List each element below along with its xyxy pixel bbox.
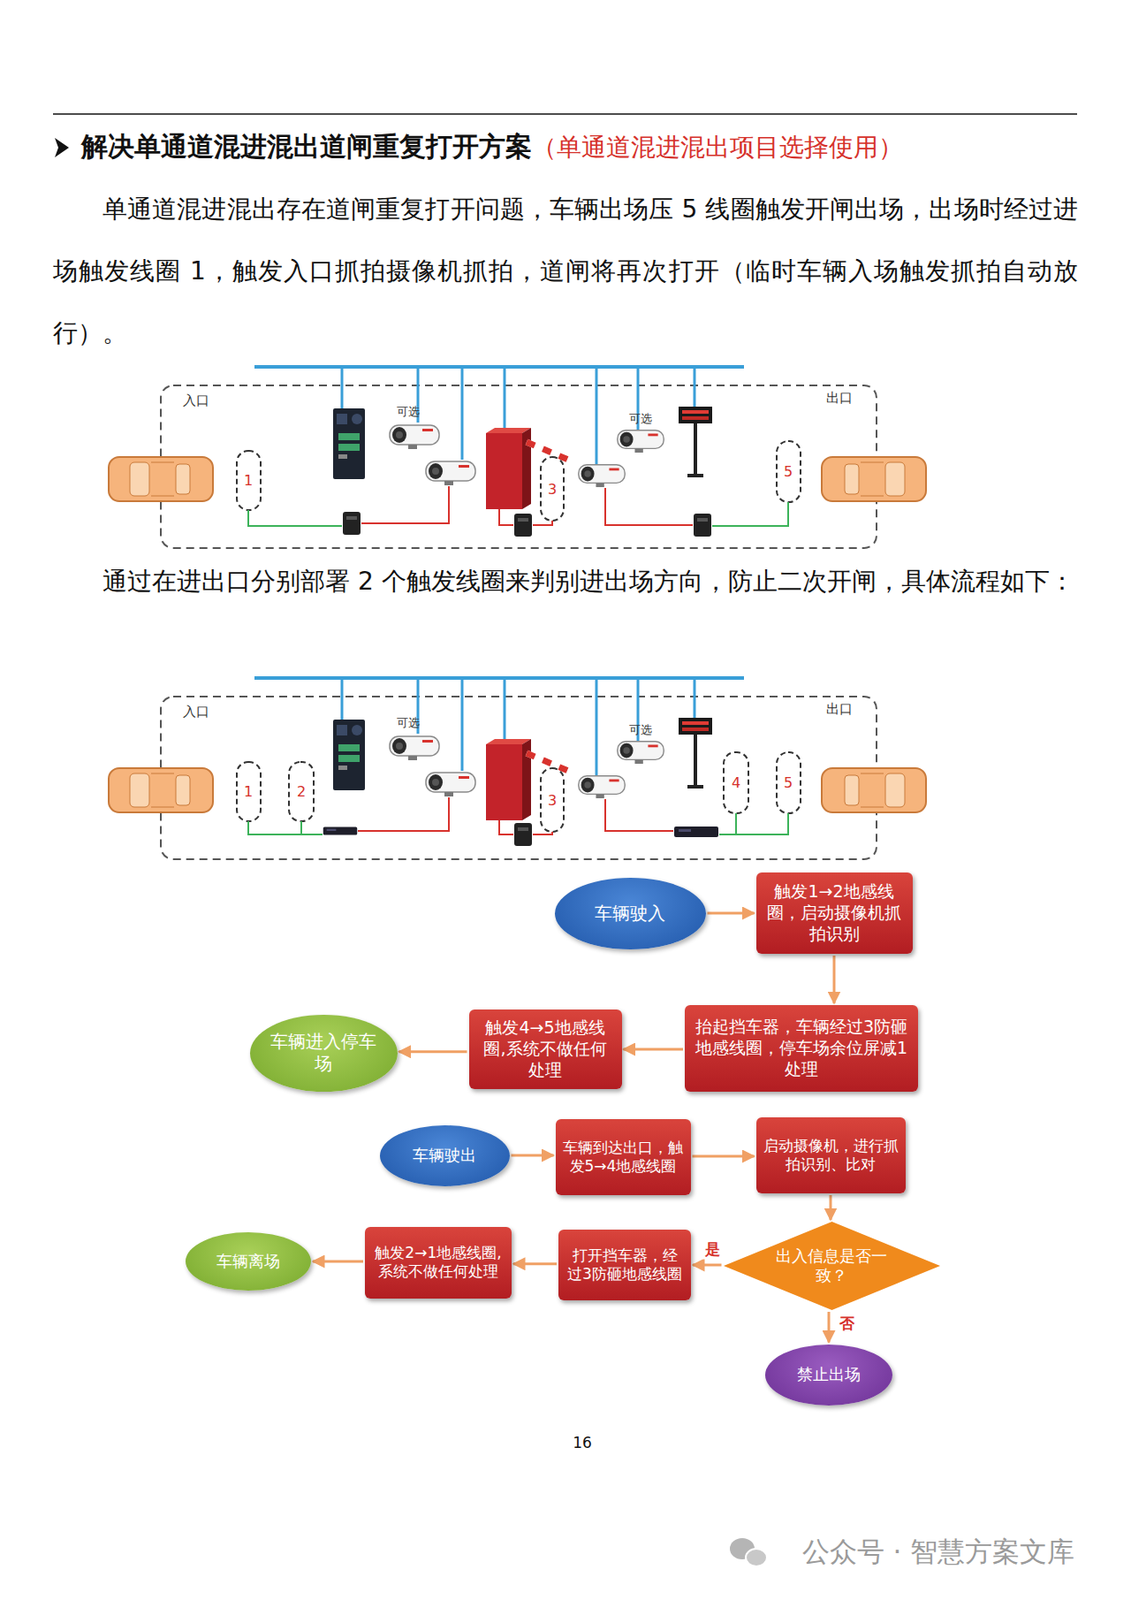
node-text: 车辆到达出口，触发5→4地感线圈 (562, 1138, 684, 1177)
flow-arrow (511, 1153, 555, 1157)
callout-number: 5 (783, 463, 793, 480)
terminal-ellipse: 车辆离场 (185, 1231, 312, 1291)
node-text: 触发4→5地感线圈,系统不做任何处理 (476, 1017, 615, 1080)
page-number: 16 (572, 1433, 593, 1451)
decision-diamond: 出入信息是否一致？ (723, 1221, 941, 1310)
callout-number: 3 (547, 480, 557, 498)
node-text: 启动摄像机，进行抓拍识别、比对 (763, 1136, 899, 1175)
callout-number: 2 (296, 782, 306, 800)
callout-number: 1 (243, 782, 253, 800)
watermark: 公众号 · 智慧方案文库 (802, 1533, 1076, 1571)
node-text: 触发1→2地感线圈，启动摄像机抓拍识别 (763, 880, 906, 944)
node-text: 车辆驶出 (412, 1145, 477, 1166)
flow-arrow (829, 1194, 833, 1220)
subtitle: （单通道混进混出项目选择使用） (531, 132, 904, 162)
process-box: 抬起挡车器，车辆经过3防砸地感线圈，停车场余位屏减1处理 (684, 1004, 919, 1092)
node-text: 车辆驶入 (594, 902, 666, 925)
flow-arrow (833, 955, 836, 1003)
flow-arrow (707, 911, 755, 915)
flow-arrow (692, 1154, 755, 1158)
flow-arrow (692, 1263, 722, 1267)
terminal-ellipse: 车辆驶出 (379, 1124, 510, 1186)
process-box: 触发1→2地感线圈，启动摄像机抓拍识别 (756, 872, 913, 954)
callout-number: 3 (547, 791, 557, 809)
terminal-ellipse: 车辆驶入 (554, 877, 706, 949)
terminal-ellipse: 禁止出场 (765, 1343, 893, 1405)
part-label: 可选 (396, 714, 420, 731)
edge-label: 是 (703, 1238, 722, 1260)
part-label: 出口 (826, 700, 853, 718)
node-text: 抬起挡车器，车辆经过3防砸地感线圈，停车场余位屏减1处理 (691, 1016, 911, 1079)
process-box: 车辆到达出口，触发5→4地感线圈 (555, 1118, 691, 1195)
terminal-ellipse: 车辆进入停车场 (250, 1014, 398, 1092)
part-label: 可选 (629, 410, 653, 427)
edge-label: 否 (837, 1313, 857, 1334)
process-box: 打开挡车器，经过3防砸地感线圈 (558, 1229, 691, 1300)
flow-arrow (399, 1049, 468, 1053)
part-label: 可选 (629, 721, 653, 738)
process-box: 启动摄像机，进行抓拍识别、比对 (756, 1116, 906, 1193)
process-box: 触发2→1地感线圈,系统不做任何处理 (364, 1226, 512, 1298)
node-text: 车辆进入停车场 (262, 1030, 386, 1075)
node-text: 打开挡车器，经过3防砸地感线圈 (565, 1245, 684, 1284)
flow-arrow (623, 1047, 684, 1051)
flow-arrow (513, 1261, 557, 1265)
part-label: 入口 (182, 703, 210, 721)
paragraph: 单通道混进混出存在道闸重复打开问题，车辆出场压 5 线圈触发开闸出场，出场时经过… (53, 178, 1078, 365)
callout-number: 1 (243, 471, 253, 489)
process-box: 触发4→5地感线圈,系统不做任何处理 (469, 1009, 623, 1089)
flow-arrow (827, 1311, 831, 1343)
node-text: 出入信息是否一致？ (772, 1245, 892, 1286)
part-label: 可选 (396, 403, 420, 420)
paragraph: 通过在进出口分别部署 2 个触发线圈来判别进出场方向，防止二次开闸，具体流程如下… (53, 550, 1078, 613)
part-label: 出口 (826, 389, 853, 407)
part-label: 入口 (182, 392, 210, 410)
title-row: 解决单通道混进混出道闸重复打开方案（单通道混进混出项目选择使用） (81, 129, 904, 166)
callout-number: 5 (783, 774, 793, 791)
diamond-shape (723, 1221, 941, 1310)
flow-arrow (312, 1260, 364, 1263)
title: 解决单通道混进混出道闸重复打开方案 (81, 130, 532, 162)
node-text: 触发2→1地感线圈,系统不做任何处理 (371, 1243, 505, 1282)
callout-number: 4 (731, 774, 741, 791)
node-text: 车辆离场 (216, 1251, 281, 1272)
node-text: 禁止出场 (797, 1364, 861, 1385)
